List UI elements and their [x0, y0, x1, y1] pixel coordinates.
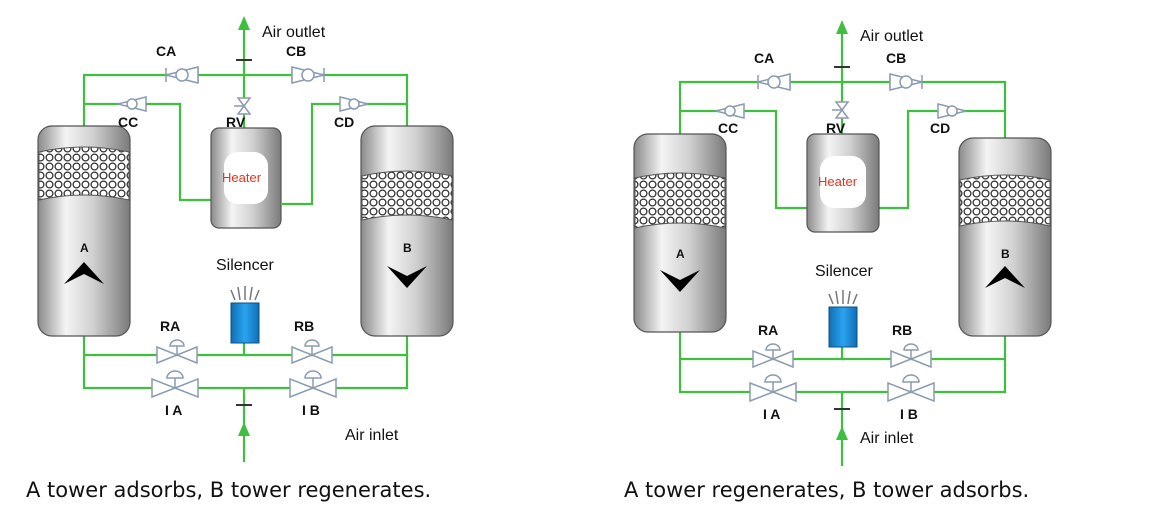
valve-ca-label: CA [156, 43, 176, 59]
silencer-exhaust-icon [230, 286, 260, 301]
valve-ib-label: I B [302, 402, 320, 418]
tower-a-arrow-icon [660, 270, 700, 292]
heater-label: Heater [222, 170, 262, 185]
tower-a-label: A [676, 247, 685, 261]
tower-b-arrow-icon [985, 266, 1025, 288]
valve-cd-icon [937, 103, 967, 119]
valve-ra-icon [752, 343, 794, 369]
inlet-arrow-icon [238, 422, 250, 436]
tower-b-label: B [1001, 247, 1010, 261]
tower-b [360, 125, 454, 337]
valve-rb-label: RB [892, 322, 912, 338]
valve-rb-label: RB [294, 318, 314, 334]
silencer-label: Silencer [216, 257, 274, 274]
valve-ra-label: RA [160, 318, 180, 334]
tower-b [958, 137, 1052, 337]
valve-ib-icon [887, 374, 935, 403]
valve-ib-icon [289, 370, 337, 399]
pipe-top-loop [82, 73, 409, 128]
valve-ra-label: RA [758, 322, 778, 338]
air-outlet-label: Air outlet [262, 24, 326, 41]
valve-ia-label: I A [165, 402, 182, 418]
valve-cb-label: CB [886, 50, 906, 66]
silencer-label: Silencer [815, 263, 873, 280]
caption-right: A tower regenerates, B tower adsorbs. [624, 478, 1030, 502]
caption-left: A tower adsorbs, B tower regenerates. [26, 478, 432, 502]
air-inlet-label: Air inlet [345, 427, 399, 444]
heater [806, 133, 880, 233]
diagram-a-regenerates: Air outlet CA CB CC RV CD Heater A B Sil… [633, 20, 1052, 466]
valve-cc-icon [117, 96, 147, 112]
valve-ca-label: CA [754, 50, 774, 66]
pipe-bottom-loop [82, 333, 409, 390]
valve-ia-icon [749, 374, 797, 403]
valve-rv-label: RV [826, 120, 846, 136]
outlet-arrow-icon [836, 20, 848, 34]
valve-cb-label: CB [286, 43, 306, 59]
valve-ia-icon [151, 370, 199, 399]
valve-rv-label: RV [226, 114, 246, 130]
outlet-arrow-icon [238, 16, 250, 30]
valve-rv-icon [234, 97, 252, 115]
tower-b-label: B [403, 241, 412, 255]
valve-cd-icon [339, 96, 369, 112]
air-inlet-label: Air inlet [860, 430, 914, 447]
valve-ib-label: I B [900, 406, 918, 422]
valve-rb-icon [291, 339, 333, 365]
tower-a [633, 133, 727, 333]
valve-ca-icon [165, 66, 199, 84]
tower-a [37, 125, 131, 337]
valve-ca-icon [757, 73, 791, 91]
valve-cd-label: CD [930, 120, 950, 136]
tower-a-label: A [80, 241, 89, 255]
valve-cc-icon [715, 103, 745, 119]
valve-cd-label: CD [334, 114, 354, 130]
silencer [230, 286, 260, 344]
valve-cb-icon [291, 66, 325, 84]
valve-rb-icon [890, 343, 932, 369]
valve-cc-label: CC [118, 114, 138, 130]
valve-rv-icon [832, 101, 850, 119]
tower-b-arrow-icon [387, 266, 427, 288]
air-outlet-label: Air outlet [860, 28, 924, 45]
valve-ia-label: I A [763, 406, 780, 422]
valve-cc-label: CC [718, 120, 738, 136]
valve-ra-icon [156, 339, 198, 365]
silencer [828, 290, 858, 348]
diagram-a-adsorbs: Air outlet CA CB CC RV CD Heater A B Sil… [37, 16, 454, 462]
heater-label: Heater [818, 174, 858, 189]
inlet-arrow-icon [836, 426, 848, 440]
silencer-exhaust-icon [828, 290, 858, 305]
valve-cb-icon [889, 73, 923, 91]
tower-a-arrow-icon [64, 262, 104, 284]
heater [210, 127, 282, 229]
